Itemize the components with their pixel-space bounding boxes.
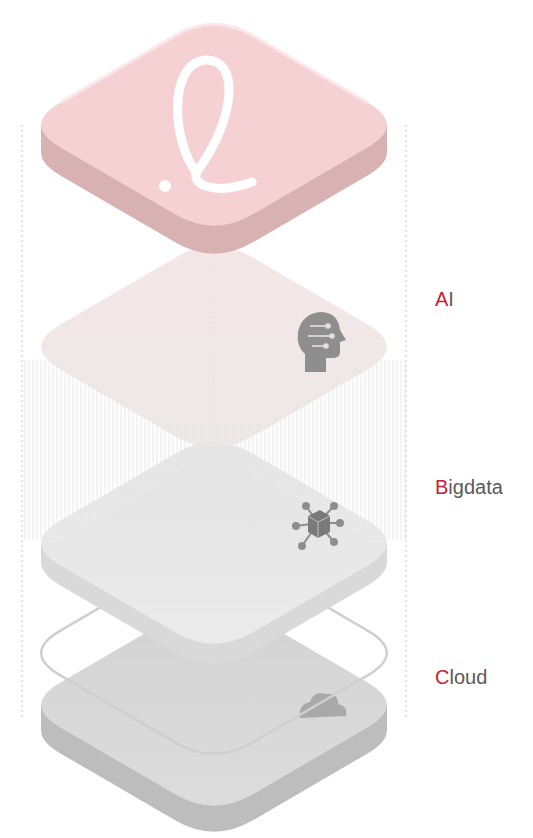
- brain-head-icon: [298, 312, 346, 372]
- slab-top: [41, 442, 387, 644]
- cloud-icon: [300, 693, 347, 718]
- layer-label: Cloud: [435, 666, 487, 689]
- layer-label: Bigdata: [435, 476, 503, 499]
- logo-mark: [159, 60, 252, 192]
- slab-top: [41, 24, 387, 226]
- logo-layer: [41, 24, 387, 254]
- ai-layer: [41, 246, 387, 448]
- layer-label: AI: [435, 288, 454, 311]
- slab-top: [41, 246, 387, 448]
- bigdata-icon: [293, 503, 343, 549]
- bigdata-layer: [41, 442, 387, 664]
